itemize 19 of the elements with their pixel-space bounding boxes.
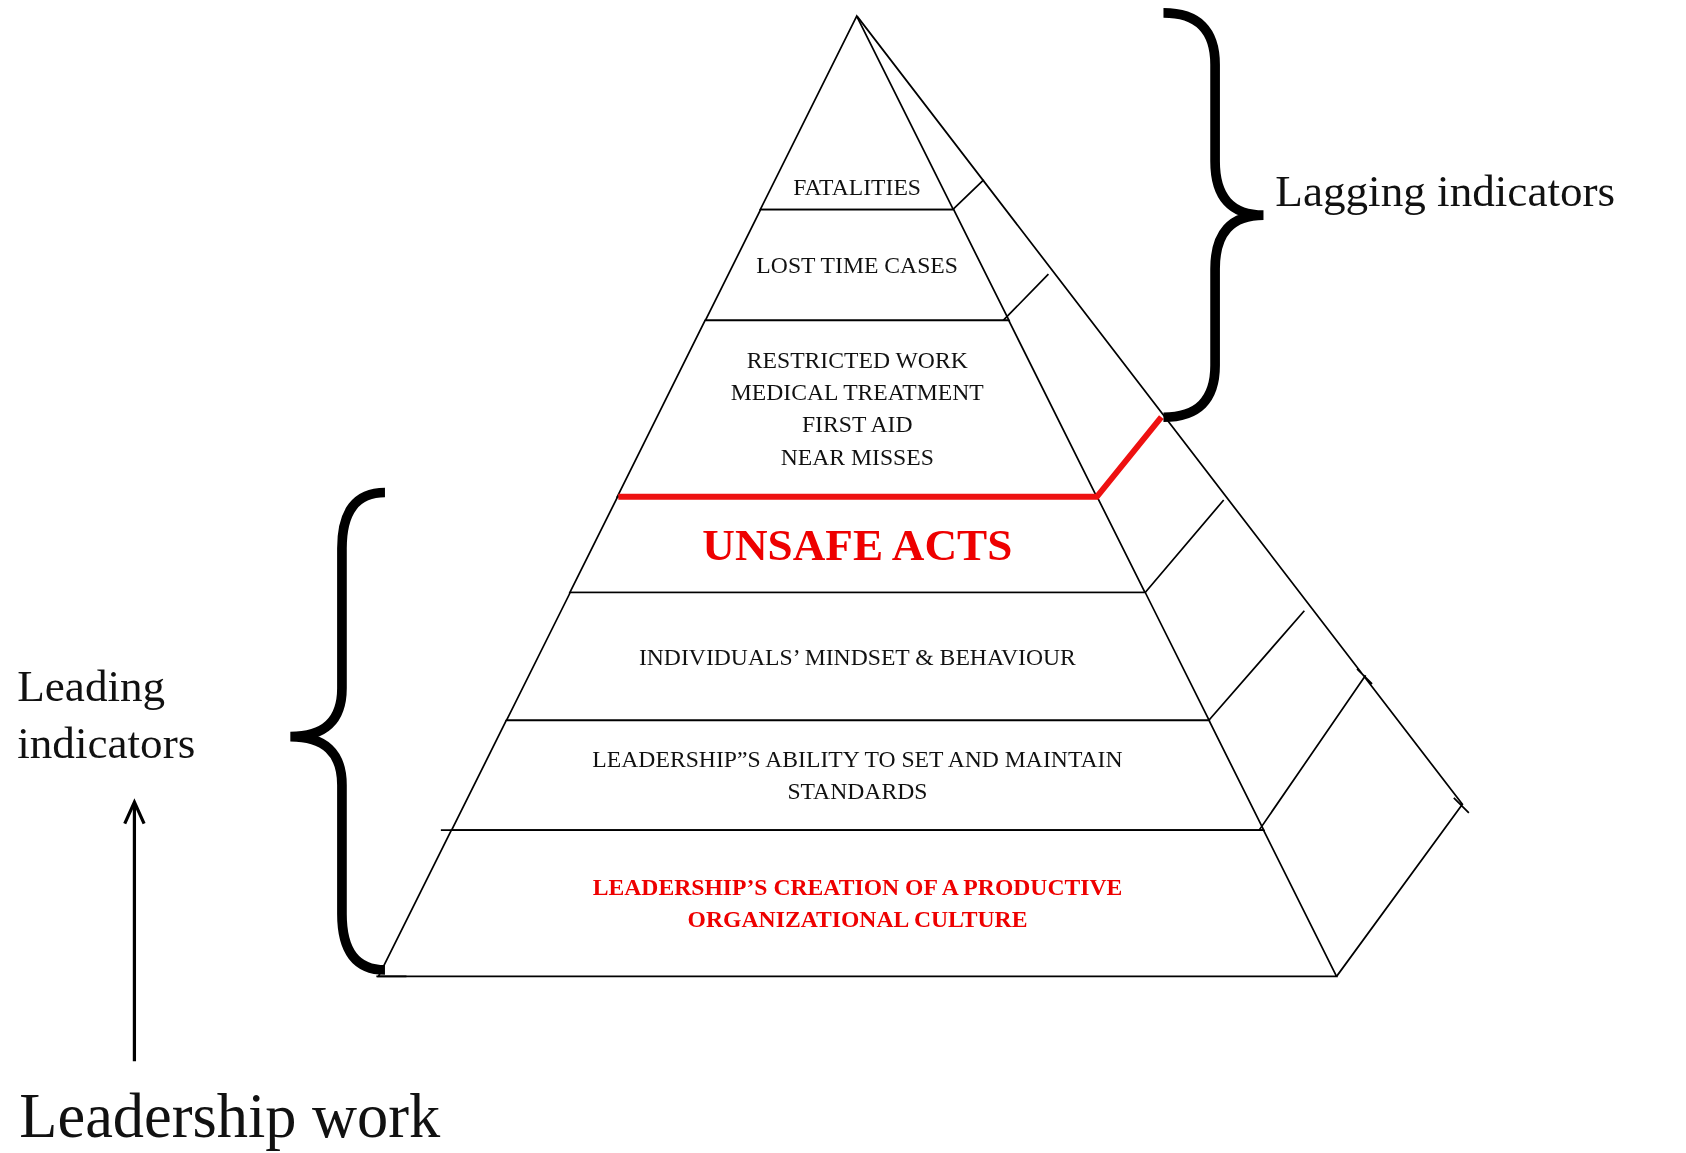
- indicator-label: Lagging indicators: [1275, 165, 1616, 219]
- band-label: RESTRICTED WORK: [746, 345, 968, 376]
- pyramid-band: [705, 209, 1009, 321]
- pyramid-band: [569, 496, 1145, 593]
- band-label: UNSAFE ACTS: [702, 519, 1013, 570]
- band-label: MEDICAL TREATMENT: [730, 377, 984, 408]
- pyramid-band: [506, 592, 1209, 721]
- band-label: NEAR MISSES: [780, 442, 934, 472]
- indicator-label: Leadership work: [19, 1079, 441, 1153]
- pyramid-band: [378, 830, 1337, 977]
- indicator-label: Leading indicators: [17, 660, 197, 770]
- band-label: INDIVIDUALS’ MINDSET & BEHAVIOUR: [638, 641, 1076, 672]
- band-label: LEADERSHIP’S CREATION OF A PRODUCTIVE ORGANIZATIONAL CULTURE: [591, 872, 1124, 935]
- band-label: FIRST AID: [801, 409, 913, 440]
- pyramid-apex: [760, 16, 954, 210]
- pyramid-band: [451, 720, 1264, 831]
- band-label: LEADERSHIP”S ABILITY TO SET AND MAINTAIN STANDARDS: [591, 744, 1124, 807]
- band-label: FATALITIES: [793, 172, 921, 202]
- band-label: LOST TIME CASES: [756, 250, 958, 280]
